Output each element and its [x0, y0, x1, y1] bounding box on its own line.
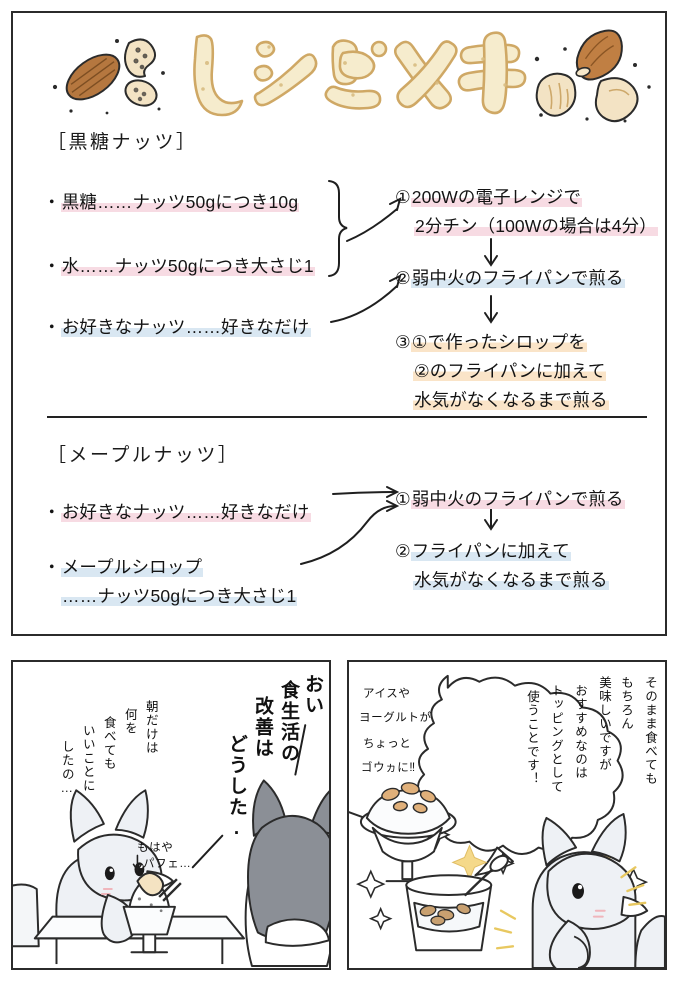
step-row-cont: ②のフライパンに加えて — [413, 358, 607, 383]
right-annotation-line-1: アイスや — [363, 688, 411, 700]
ingredient-row: ・お好きなナッツ……好きなだけ — [43, 314, 311, 339]
step-text: 水気がなくなるまで煎る — [413, 390, 609, 410]
bullet: ・ — [43, 192, 61, 212]
step-text: 水気がなくなるまで煎る — [413, 570, 609, 590]
comic-panel-left: おい 食生活の 改善は どうした. 朝だけは 何を 食べても いいことに したの… — [11, 660, 331, 970]
bullet: ・ — [43, 317, 61, 337]
step-text: 弱中火のフライパンで煎る — [410, 489, 625, 509]
bullet: ・ — [43, 502, 61, 522]
ingredient-row: ・水……ナッツ50gにつき大さじ1 — [43, 253, 315, 278]
step-row-cont: 2分チン（100Wの場合は4分） — [414, 213, 658, 238]
step-row: ③①で作ったシロップを — [395, 329, 587, 354]
ingredient-text: お好きなナッツ……好きなだけ — [60, 317, 311, 337]
step-row: ②フライパンに加えて — [395, 538, 571, 563]
speech-line-4: おすすめなのは — [573, 684, 587, 780]
right-annotation-line-2: ヨーグルトが — [359, 712, 432, 724]
step-row: ①200Wの電子レンジで — [395, 184, 583, 209]
bullet: ・ — [43, 256, 61, 276]
speech-line-3: 美味しいですが — [597, 676, 611, 772]
section-heading-kokuto: ［黒糖ナッツ］ — [47, 132, 198, 153]
recipe-card: ［黒糖ナッツ］ ・黒糖……ナッツ50gにつき10g ・水……ナッツ50gにつき大… — [11, 11, 667, 636]
reply-line-4: いいことに — [80, 724, 95, 793]
left-panel-artwork — [13, 724, 329, 968]
section-divider — [47, 416, 647, 418]
right-annotation-line-4: ゴウヵに‼ — [361, 762, 416, 774]
step-text: 弱中火のフライパンで煎る — [410, 268, 625, 288]
step-number: ③ — [395, 332, 411, 352]
section-heading-maple: ［メープルナッツ］ — [47, 445, 240, 466]
shout-line-3: 改善は — [252, 696, 273, 759]
reply-line-5: したの… — [59, 740, 74, 797]
right-nuts-illustration — [534, 29, 651, 123]
step-text: 2分チン（100Wの場合は4分） — [414, 216, 658, 236]
ingredient-text: 黒糖……ナッツ50gにつき10g — [60, 192, 300, 212]
annotation-line-2: パフェ… — [143, 858, 192, 870]
step-number: ① — [395, 187, 411, 207]
step-text: ①で作ったシロップを — [410, 332, 587, 352]
step-row-cont: 水気がなくなるまで煎る — [413, 387, 609, 412]
step-row-cont: 水気がなくなるまで煎る — [413, 567, 609, 592]
step-number: ② — [395, 541, 411, 561]
ingredient-text: お好きなナッツ……好きなだけ — [60, 502, 311, 522]
right-annotation-line-3: ちょっと — [363, 738, 412, 750]
speech-line-5: トッピングとして — [549, 684, 563, 794]
reply-line-3: 食べても — [101, 716, 116, 771]
ingredient-text: 水……ナッツ50gにつき大さじ1 — [60, 256, 315, 276]
annotation-line-1: もはや — [137, 842, 174, 854]
reply-line-2: 何を — [122, 708, 137, 736]
title-cookie-lettering — [193, 31, 527, 117]
ingredient-row-cont: ……ナッツ50gにつき大さじ1 — [61, 583, 298, 608]
shout-line-4: どうした. — [226, 734, 247, 841]
shout-line-2: 食生活の — [278, 680, 299, 764]
step-row: ①弱中火のフライパンで煎る — [395, 486, 625, 511]
reply-line-1: 朝だけは — [143, 700, 158, 755]
speech-line-6: 使うことです！ — [525, 690, 539, 786]
ingredient-text: メープルシロップ — [60, 557, 204, 577]
ingredient-row: ・メープルシロップ — [43, 554, 204, 579]
step-text: フライパンに加えて — [410, 541, 571, 561]
bullet: ・ — [43, 557, 61, 577]
ingredient-row: ・お好きなナッツ……好きなだけ — [43, 499, 311, 524]
ingredient-row: ・黒糖……ナッツ50gにつき10g — [43, 189, 300, 214]
step-number: ① — [395, 489, 411, 509]
step-row: ②弱中火のフライパンで煎る — [395, 265, 625, 290]
speech-line-2: もちろん — [619, 676, 633, 731]
ingredient-text: ……ナッツ50gにつき大さじ1 — [61, 586, 298, 606]
step-text: 200Wの電子レンジで — [410, 187, 583, 207]
speech-line-1: そのまま食べても — [643, 676, 657, 786]
left-nuts-illustration — [52, 38, 165, 115]
comic-panel-right: そのまま食べても もちろん 美味しいですが おすすめなのは トッピングとして 使… — [347, 660, 667, 970]
step-number: ② — [395, 268, 411, 288]
title-row — [13, 17, 669, 123]
step-text: ②のフライパンに加えて — [413, 361, 607, 381]
shout-line-1: おい — [302, 674, 323, 716]
right-panel-artwork — [349, 674, 665, 968]
